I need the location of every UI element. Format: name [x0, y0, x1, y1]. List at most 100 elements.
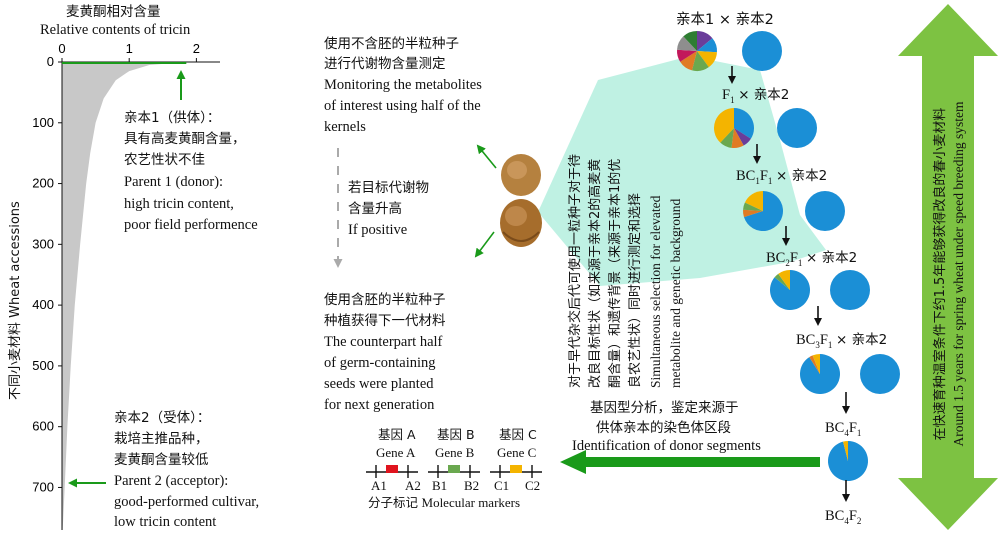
- marker-b2: B2: [464, 478, 480, 493]
- y-tick-label: 600: [32, 419, 54, 434]
- x-tick-label: 2: [193, 41, 200, 56]
- half-kernel-en-1: Monitoring the metabolites: [324, 77, 482, 93]
- parent1-en-2: high tricin content,: [124, 196, 234, 212]
- pie-slice: [680, 51, 697, 71]
- gene-markers: [366, 465, 542, 478]
- germ-half-en-4: for next generation: [324, 397, 435, 413]
- f1-label: F1 × 亲本2: [722, 87, 790, 105]
- pie-slice: [743, 191, 784, 231]
- parent2-pie: [860, 354, 900, 394]
- if-positive-zh-2: 含量升高: [348, 201, 402, 217]
- pie-slice: [697, 31, 713, 51]
- pie-slice: [677, 49, 697, 62]
- parent2-en-2: good-performed cultivar,: [114, 494, 260, 510]
- germ-half-zh-2: 种植获得下一代材料: [324, 313, 446, 329]
- tricin-distribution-area: [62, 62, 187, 530]
- parent2-zh-3: 麦黄酮含量较低: [114, 452, 209, 468]
- germ-half-en-3: seeds were planted: [324, 376, 434, 392]
- parent2-pie: [777, 108, 817, 148]
- pie-slice: [734, 128, 751, 146]
- y-tick-label: 400: [32, 297, 54, 312]
- if-positive-en-1: If positive: [348, 222, 408, 238]
- parent2-en-1: Parent 2 (acceptor):: [114, 473, 229, 489]
- gene-b-zh: 基因 B: [437, 427, 475, 442]
- pie-slice: [744, 191, 763, 211]
- pie-slice: [743, 209, 763, 218]
- cross-label: 亲本1 × 亲本2: [676, 12, 774, 28]
- half-kernel-zh-2: 进行代谢物含量测定: [324, 56, 446, 72]
- pie-slice: [843, 441, 848, 461]
- marker-c1: C1: [494, 478, 510, 493]
- genotype-en-1: Identification of donor segments: [572, 438, 761, 454]
- parent2-pie: [830, 270, 870, 310]
- bc3f1-label: BC3F1 × 亲本2: [796, 332, 888, 350]
- markers-caption: 分子标记 Molecular markers: [368, 495, 521, 510]
- parent1-zh-3: 农艺性状不佳: [124, 152, 205, 168]
- pie-slice: [774, 273, 790, 290]
- y-tick-label: 300: [32, 236, 54, 251]
- pie-slice: [697, 38, 717, 53]
- y-tick-label: 200: [32, 176, 54, 191]
- parent2-pie: [742, 31, 782, 71]
- pie-slice: [720, 128, 734, 148]
- pie-slice: [809, 355, 820, 374]
- x-tick-label: 1: [126, 41, 133, 56]
- genotype-zh-2: 供体亲本的染色体区段: [596, 420, 731, 436]
- parent1-zh-2: 具有高麦黄酮含量，: [124, 131, 246, 147]
- gene-segment: [510, 465, 522, 473]
- pie-slice: [697, 51, 717, 68]
- selection-text: 对于早代杂交后代可使用一粒种子对于待 改良目标性状（如来源于亲本2的高麦黄 酮含…: [568, 153, 683, 388]
- y-tick-label: 100: [32, 115, 54, 130]
- pie-slice: [677, 36, 697, 51]
- marker-c2: C2: [525, 478, 541, 493]
- gene-c-en: Gene C: [497, 445, 537, 460]
- gene-segment: [448, 465, 460, 473]
- genotype-arrow: [560, 450, 820, 474]
- pie-slice: [734, 108, 754, 139]
- wheat-kernel-icon: [500, 154, 542, 247]
- pie-slice: [812, 354, 820, 374]
- bc4f2-label: BC4F2: [825, 508, 862, 526]
- half-kernel-en-3: kernels: [324, 119, 366, 135]
- banner-text: 在快速育种温室条件下约1.5年能够获得改良的春小麦材料 Around 1.5 y…: [933, 101, 966, 447]
- parent1-en-3: poor field performence: [124, 217, 258, 233]
- timeline-banner-arrow: [898, 4, 998, 530]
- bc2f1-label: BC2F1 × 亲本2: [766, 250, 858, 268]
- pie-slice: [683, 31, 697, 51]
- half-kernel-en-2: of interest using half of the: [324, 98, 481, 114]
- bc1f1-label: BC1F1 × 亲本2: [736, 168, 828, 186]
- marker-a1: A1: [371, 478, 387, 493]
- chart-subtitle: Relative contents of tricin: [40, 22, 191, 38]
- kernel-arrow-down: [474, 231, 495, 258]
- marker-b1: B1: [432, 478, 448, 493]
- pie-slice: [770, 269, 811, 310]
- parent2-pie: [805, 191, 845, 231]
- parent1-zh-1: 亲本1（供体）：: [124, 110, 221, 126]
- parent1-en-1: Parent 1 (donor):: [124, 174, 224, 190]
- germ-half-en-2: of germ-containing: [324, 355, 436, 371]
- genotype-zh-1: 基因型分析，鉴定来源于: [590, 400, 739, 416]
- gene-c-zh: 基因 C: [499, 427, 537, 442]
- pie-slice: [692, 51, 709, 71]
- parent2-zh-2: 栽培主推品种，: [114, 431, 209, 447]
- parent2-zh-1: 亲本2（受体）：: [114, 410, 211, 426]
- half-kernel-zh-1: 使用不含胚的半粒种子: [324, 36, 459, 52]
- gene-segment: [386, 465, 398, 473]
- if-positive-zh-1: 若目标代谢物: [348, 180, 429, 196]
- y-tick-label: 0: [47, 54, 54, 69]
- pie-slice: [731, 128, 744, 148]
- chart-ylabel: 不同小麦材料 Wheat accessions: [8, 201, 23, 400]
- parent2-en-3: low tricin content: [114, 514, 217, 530]
- x-tick-label: 0: [58, 41, 65, 56]
- pie-slice: [778, 270, 790, 290]
- bc4f1-label: BC4F1: [825, 420, 862, 438]
- y-tick-label: 700: [32, 479, 54, 494]
- kernel-arrow-up: [476, 144, 497, 169]
- marker-a2: A2: [405, 478, 421, 493]
- chart-title: 麦黄酮相对含量: [66, 4, 161, 20]
- gene-a-zh: 基因 A: [378, 427, 416, 442]
- y-tick-label: 500: [32, 358, 54, 373]
- pie-slice: [714, 108, 734, 143]
